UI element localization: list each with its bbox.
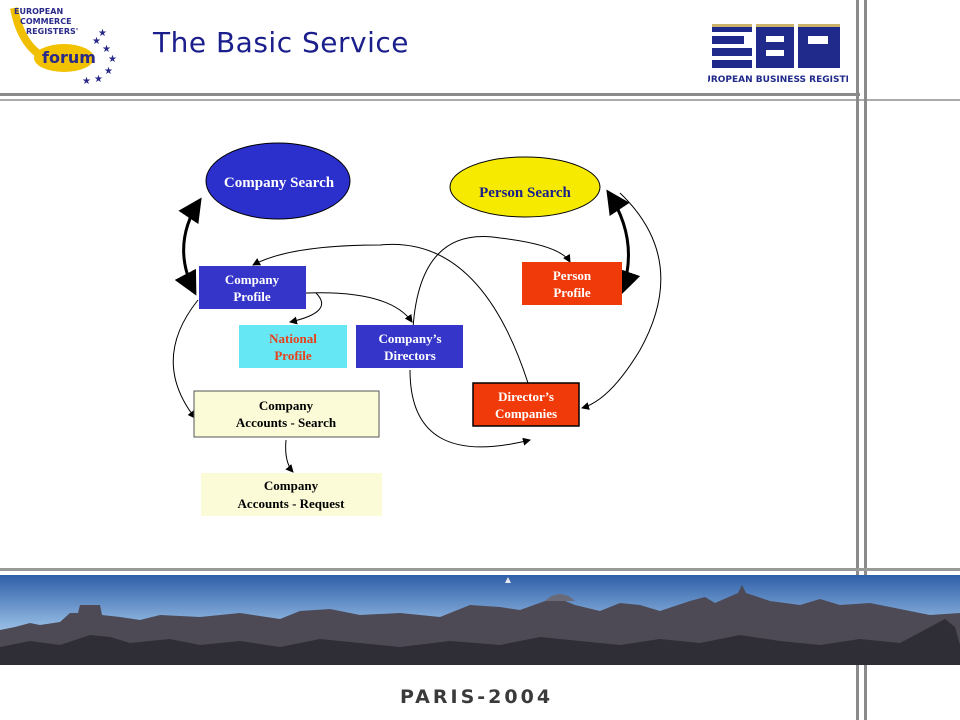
company-profile-label-line2: Profile: [233, 289, 271, 304]
forum-logo-line1: EUROPEAN: [14, 7, 63, 16]
page-title: The Basic Service: [153, 26, 409, 59]
ebr-subtitle: EUROPEAN BUSINESS REGISTER: [708, 75, 848, 85]
svg-text:★: ★: [82, 76, 91, 87]
arrow-person-search-to-directors-companies: [581, 192, 662, 410]
svg-text:★: ★: [92, 36, 101, 47]
company-search-node: [205, 142, 351, 220]
national-profile-label-line1: National: [269, 331, 317, 346]
companys-directors-node: [356, 325, 463, 368]
person-profile-node: [522, 262, 622, 305]
forum-logo-graphic: EUROPEAN COMMERCE REGISTERS' forum ★ ★ ★…: [10, 7, 117, 87]
frame-right-line-3: [856, 665, 859, 720]
arrow-profile-to-directors: [305, 292, 413, 323]
svg-text:★: ★: [104, 66, 113, 77]
forum-logo: EUROPEAN COMMERCE REGISTERS' forum ★ ★ ★…: [6, 2, 126, 87]
frame-right-line-2: [864, 0, 867, 575]
accounts-request-label-line2: Accounts - Request: [238, 496, 346, 511]
arrow-profile-to-national: [289, 292, 322, 325]
company-profile-label-line1: Company: [225, 272, 280, 287]
forum-logo-line3: REGISTERS': [26, 27, 78, 36]
frame-right-line-1: [856, 0, 859, 575]
arrow-to-person-profile: [412, 236, 571, 329]
accounts-search-node: [193, 390, 380, 438]
arrow-directors-companies-to-company-profile: [252, 243, 529, 384]
bottom-frame-line: [0, 568, 960, 571]
accounts-search-label-line1: Company: [259, 398, 314, 413]
person-profile-label-line1: Person: [553, 268, 592, 283]
arrow-search-to-profile-left: [174, 197, 202, 296]
header-divider-2: [0, 99, 960, 101]
directors-companies-label-line2: Companies: [495, 406, 557, 421]
svg-text:★: ★: [98, 28, 107, 39]
star-icons: ★ ★ ★ ★ ★ ★ ★: [82, 28, 117, 87]
accounts-request-label-line1: Company: [264, 478, 319, 493]
directors-companies-label-line1: Director’s: [498, 389, 554, 404]
forum-logo-line2: COMMERCE: [20, 17, 72, 26]
frame-right-line-4: [864, 665, 867, 720]
arrow-directors-to-directors-companies: [409, 369, 531, 448]
arrow-search-to-profile-right: [606, 189, 641, 295]
accounts-search-label-line2: Accounts - Search: [236, 415, 337, 430]
arrow-profile-to-accounts-search: [172, 299, 199, 419]
svg-text:★: ★: [102, 44, 111, 55]
header-divider: [0, 93, 860, 96]
national-profile-label-line2: Profile: [274, 348, 312, 363]
arrow-accounts-search-to-request: [285, 439, 294, 473]
foreground-buildings: [0, 619, 960, 665]
footer-event-label: PARIS-2004: [400, 686, 554, 708]
company-search-label: Company Search: [224, 175, 335, 191]
accounts-request-node: [201, 473, 382, 516]
ebr-logo: EUROPEAN BUSINESS REGISTER: [697, 22, 859, 88]
directors-companies-node: [472, 382, 580, 427]
paris-skyline-banner: [0, 575, 960, 665]
company-profile-node: [199, 266, 306, 309]
person-search-label: Person Search: [479, 185, 571, 201]
svg-text:★: ★: [108, 54, 117, 65]
svg-text:★: ★: [94, 74, 103, 85]
person-profile-label-line2: Profile: [553, 285, 591, 300]
ebr-logo-graphic: EUROPEAN BUSINESS REGISTER: [697, 24, 859, 85]
companys-directors-label-line2: Directors: [384, 348, 436, 363]
companys-directors-label-line1: Company’s: [378, 331, 441, 346]
forum-logo-word: forum: [42, 48, 96, 67]
person-search-node: [449, 156, 601, 218]
national-profile-node: [239, 325, 347, 368]
